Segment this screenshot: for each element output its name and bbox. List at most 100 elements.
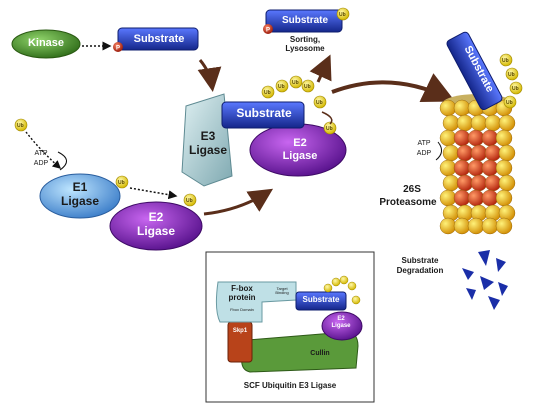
svg-text:Ub: Ub [502, 58, 509, 64]
proteasome-subunit [467, 217, 485, 235]
proteasome-label-line1: 26S [403, 184, 421, 195]
proteasome-subunit [442, 144, 460, 162]
proteasome-label-line2: Proteasome [379, 197, 437, 208]
e3-ligase-label-line1: E3 [200, 129, 216, 143]
arrow-substrate-to-complex [197, 59, 222, 92]
degradation-label-line2: Degradation [396, 266, 444, 275]
e3-ligase-shape [181, 93, 233, 187]
ub-chain-proteasome: Ub Ub Ub Ub [499, 53, 523, 109]
proteasome-subunit [498, 114, 516, 132]
atp-adp-curve [57, 151, 67, 171]
substrate-shape-top [117, 27, 199, 51]
svg-text:Ub: Ub [339, 12, 346, 18]
proteasome-subunit [456, 144, 474, 162]
proteasome-subunit [439, 217, 457, 235]
proteasome-subunit [495, 189, 513, 207]
target-binding-label: Target Binding [275, 286, 289, 296]
scf-caption: SCF Ubiquitin E3 Ligase [243, 381, 337, 390]
ub-icon-e1 [115, 175, 129, 189]
proteasome-subunit [470, 114, 488, 132]
proteasome-subunit [456, 114, 474, 132]
proteasome-subunit [453, 99, 471, 117]
substrate-shape-complex [221, 101, 305, 129]
fbox-label-line1: F-box [231, 284, 253, 293]
fbox-domain-label: Fbox Domain [230, 307, 254, 312]
ub-icon-e2 [183, 193, 197, 207]
fbox-label-line2: protein [228, 293, 256, 302]
scf-substrate-label: Substrate [302, 295, 340, 304]
svg-text:Ub: Ub [506, 100, 513, 106]
e1-ligase-label-line2: Ligase [60, 194, 99, 208]
e1-ligase-label-line1: E1 [72, 180, 88, 194]
ub-icon-source [14, 118, 28, 132]
proteasome-subunit [467, 129, 485, 147]
proteasome-26s [439, 94, 516, 235]
proteasome-subunit [439, 159, 457, 177]
degradation-label-line1: Substrate [401, 256, 439, 265]
svg-text:Ub: Ub [186, 198, 193, 204]
proteasome-subunit [456, 174, 474, 192]
scf-substrate-shape [295, 291, 347, 311]
ub-dotted-arrow [25, 131, 62, 169]
phospho-label: P [116, 46, 120, 52]
proteasome-subunit [481, 217, 499, 235]
adp-label-left: ADP [33, 160, 49, 167]
proteasome-subunit [439, 129, 457, 147]
svg-text:Ub: Ub [118, 180, 125, 186]
arrow-complex-to-proteasome [331, 73, 456, 102]
substrate-shape-proteasome [446, 31, 503, 111]
proteasome-atp-curve [435, 141, 442, 161]
proteasome-subunit [442, 114, 460, 132]
arrow-complex-to-sorting [309, 54, 332, 83]
e2-ligase-label-complex-line1: E2 [293, 137, 307, 149]
phospho-icon [113, 42, 123, 52]
e2-ligase-label-lower-line2: Ligase [136, 224, 175, 238]
svg-text:Ub: Ub [292, 80, 299, 86]
substrate-label-top: Substrate [133, 33, 185, 45]
fbox-protein-shape [215, 281, 297, 323]
svg-text:Ub: Ub [326, 126, 333, 132]
proteasome-subunit [481, 129, 499, 147]
scf-e2-label-line1: E2 [337, 316, 345, 322]
substrate-shape-sorting [265, 9, 343, 33]
proteasome-subunit [484, 114, 502, 132]
proteasome-subunit [481, 189, 499, 207]
proteasome-subunit [495, 159, 513, 177]
proteasome-subunit [498, 144, 516, 162]
proteasome-subunit [495, 129, 513, 147]
e2-ligase-label-complex-line2: Ligase [282, 150, 318, 162]
proteasome-subunit [453, 159, 471, 177]
proteasome-subunit [453, 217, 471, 235]
proteasome-subunit [470, 174, 488, 192]
proteasome-subunit [484, 144, 502, 162]
proteasome-subunit [495, 217, 513, 235]
proteasome-subunit [498, 174, 516, 192]
scf-e2-label-line2: Ligase [331, 323, 351, 329]
e1-ligase-shape [39, 173, 121, 219]
proteasome-subunit [442, 174, 460, 192]
atp-label-left: ATP [34, 150, 48, 157]
proteasome-subunit [470, 144, 488, 162]
atp-label-right: ATP [417, 140, 431, 147]
proteasome-subunit [453, 129, 471, 147]
arrow-e2-to-complex [203, 188, 274, 216]
svg-text:Ub: Ub [316, 100, 323, 106]
svg-text:Ub: Ub [17, 123, 24, 129]
ub-icon-sorting [336, 7, 350, 21]
ub-chain-complex: Ub Ub Ub Ub Ub Ub [261, 75, 337, 135]
svg-text:P: P [266, 28, 270, 34]
svg-text:Ub: Ub [512, 86, 519, 92]
cullin-label: Cullin [310, 350, 330, 357]
proteasome-subunit [484, 174, 502, 192]
svg-text:Ub: Ub [264, 90, 271, 96]
skp1-label: Skp1 [232, 328, 248, 334]
substrate-label-complex: Substrate [236, 106, 292, 120]
sorting-lysosome-label: Sorting, Lysosome [285, 35, 325, 53]
scf-ub-chain [323, 275, 361, 305]
degradation-fragments [462, 250, 508, 310]
proteasome-subunit [453, 189, 471, 207]
ub-transfer-arrow [321, 111, 333, 125]
e2-ligase-shape-lower [109, 201, 203, 251]
e1-to-e2-arrow [129, 187, 178, 200]
